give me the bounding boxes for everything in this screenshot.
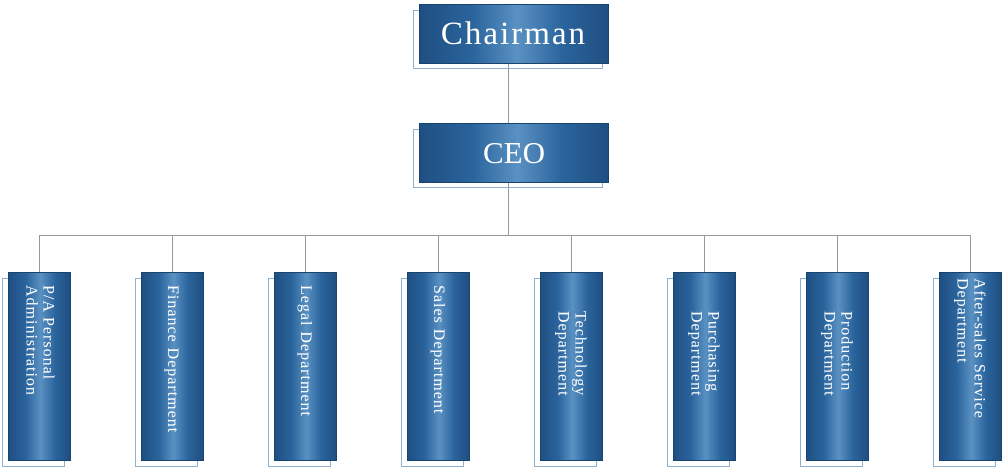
- connector-drop: [970, 235, 971, 272]
- department-box-after-sales-service: After-sales Service Department: [939, 272, 1002, 461]
- department-box-sales: Sales Department: [407, 272, 470, 461]
- department-label: Technology Department: [554, 311, 589, 397]
- department-box-finance: Finance Department: [141, 272, 204, 461]
- connector-drop: [837, 235, 838, 272]
- department-box-purchasing: Purchasing Department: [673, 272, 736, 461]
- department-box-legal: Legal Department: [274, 272, 337, 461]
- department-label: Production Department: [820, 311, 855, 397]
- department-label: Legal Department: [297, 285, 314, 417]
- department-box-pa-personal-administration: P/A Personal Administration: [8, 272, 71, 461]
- department-box-production: Production Department: [806, 272, 869, 461]
- chairman-box: Chairman: [419, 4, 609, 64]
- connector-drop: [571, 235, 572, 272]
- connector-ceo-bus: [508, 183, 509, 236]
- department-label: Sales Department: [430, 285, 447, 415]
- connector-chairman-ceo: [508, 64, 509, 124]
- department-label: Purchasing Department: [687, 311, 722, 397]
- connector-drop: [305, 235, 306, 272]
- department-box-technology: Technology Department: [540, 272, 603, 461]
- department-label: After-sales Service Department: [953, 278, 988, 419]
- connector-drop: [704, 235, 705, 272]
- connector-drop: [172, 235, 173, 272]
- department-label: P/A Personal Administration: [22, 285, 57, 396]
- ceo-box: CEO: [419, 123, 609, 183]
- connector-drop: [438, 235, 439, 272]
- connector-horizontal-bus: [39, 235, 971, 236]
- department-label: Finance Department: [164, 285, 181, 434]
- ceo-label: CEO: [483, 135, 545, 170]
- chairman-label: Chairman: [440, 15, 588, 52]
- connector-drop: [39, 235, 40, 272]
